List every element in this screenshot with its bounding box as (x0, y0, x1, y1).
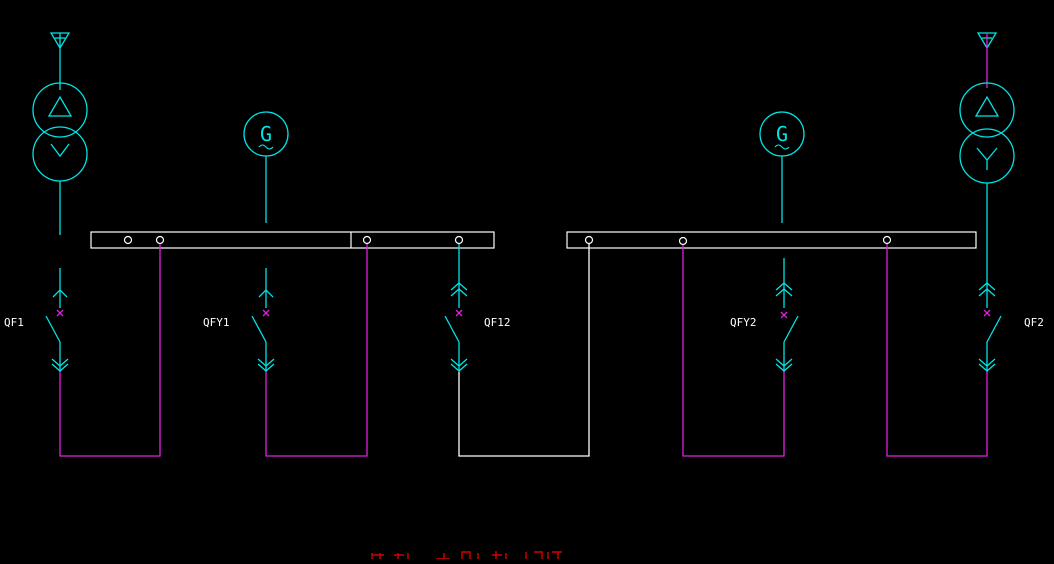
triangle-over-wye-transformer-icon (959, 82, 1015, 184)
breaker-qf2 (886, 244, 1002, 457)
busbar-left (90, 231, 495, 249)
breaker-qfy2 (682, 245, 799, 457)
breaker-qf12 (444, 244, 590, 457)
right-source-feeder (959, 32, 1015, 268)
bus-tap-point (882, 235, 892, 245)
bus-tap-point (584, 235, 594, 245)
left-source-feeder (32, 32, 88, 235)
breaker-contact (444, 315, 460, 343)
sine-wave-icon (258, 144, 274, 150)
breaker-qf2-label: QF2 (1024, 316, 1044, 329)
breaker-qfy2-label: QFY2 (730, 316, 757, 329)
bus-tap-point (123, 235, 133, 245)
caption-fragment (371, 551, 562, 560)
generator-g2-symbol: G (776, 122, 788, 146)
generator-g1: G (243, 111, 289, 223)
bus-tap-point (678, 236, 688, 246)
breaker-qf1 (45, 244, 161, 457)
sine-wave-icon (774, 144, 790, 150)
breaker-contact (45, 315, 61, 343)
breaker-contact (251, 315, 267, 343)
busbar-right (566, 231, 977, 249)
breaker-qfy1 (251, 244, 368, 457)
bus-tap-point (362, 235, 372, 245)
breaker-contact (986, 315, 1002, 343)
triangle-over-wye-transformer-icon (32, 82, 88, 182)
bus-tap-point (454, 235, 464, 245)
breaker-contact (783, 315, 799, 343)
breaker-qf12-label: QF12 (484, 316, 511, 329)
generator-g1-symbol: G (260, 122, 272, 146)
breaker-qf1-label: QF1 (4, 316, 24, 329)
breaker-qfy1-label: QFY1 (203, 316, 230, 329)
generator-g2: G (759, 111, 805, 223)
bus-tap-point (155, 235, 165, 245)
